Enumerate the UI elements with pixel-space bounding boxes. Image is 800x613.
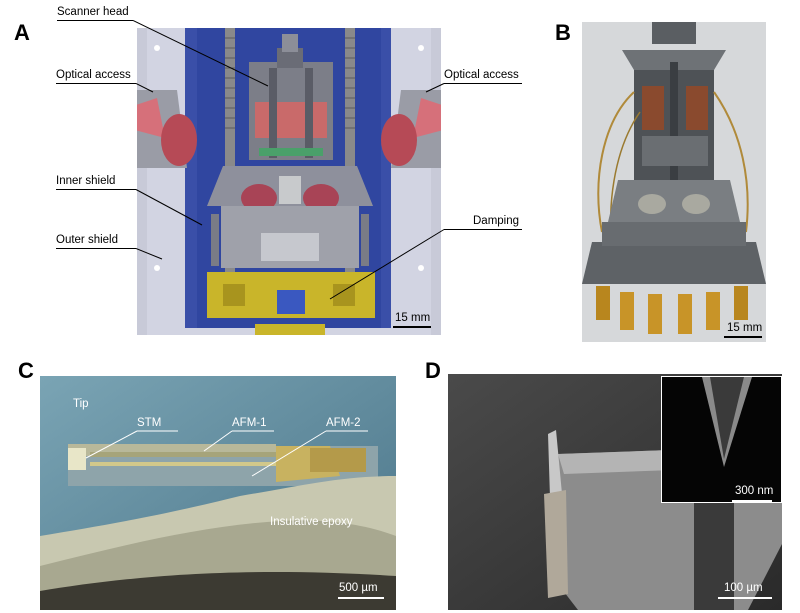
panel-letter-d: D <box>425 358 441 383</box>
label-tip: Tip <box>73 398 89 410</box>
leader-damping <box>444 229 522 230</box>
scale-label-c: 500 µm <box>339 582 378 594</box>
panel-a-cad-render <box>137 28 441 335</box>
panel-letter-b: B <box>555 20 571 45</box>
label-epoxy: Insulative epoxy <box>270 516 353 528</box>
leader-scanner-head-diag <box>133 20 269 87</box>
label-inner-shield: Inner shield <box>56 175 116 187</box>
label-optical-access-left: Optical access <box>56 69 131 81</box>
leader-scanner-head <box>57 20 133 21</box>
leader-inner-shield-diag <box>136 189 203 226</box>
leader-outer-shield-diag <box>136 248 163 260</box>
leader-damping-diag <box>329 229 445 300</box>
scale-bar-b <box>724 336 762 338</box>
leader-inner-shield <box>56 189 136 190</box>
panel-c-micrograph <box>40 376 396 610</box>
leader-outer-shield <box>56 248 136 249</box>
scale-bar-a <box>393 326 431 328</box>
scale-label-b: 15 mm <box>727 322 763 334</box>
leader-optical-access-left <box>56 83 136 84</box>
scale-bar-c <box>338 597 384 599</box>
label-damping: Damping <box>473 215 520 227</box>
scale-label-a: 15 mm <box>395 312 431 324</box>
label-stm: STM <box>137 417 162 429</box>
scale-bar-d <box>718 597 772 599</box>
label-outer-shield: Outer shield <box>56 234 119 246</box>
inset-scale-bar-d <box>732 500 772 502</box>
panel-letter-a: A <box>14 20 30 45</box>
inset-scale-label-d: 300 nm <box>735 485 774 497</box>
leader-optical-access-right <box>444 83 522 84</box>
panel-d-inset <box>661 376 782 503</box>
leader-optical-access-right-diag <box>425 83 445 93</box>
panel-b-photo <box>582 22 766 342</box>
label-optical-access-right: Optical access <box>444 69 519 81</box>
panel-c-leaders <box>85 430 368 477</box>
panel-letter-c: C <box>18 358 34 383</box>
label-afm1: AFM-1 <box>232 417 267 429</box>
leader-optical-access-left-diag <box>136 83 154 93</box>
label-scanner-head: Scanner head <box>57 6 129 18</box>
label-afm2: AFM-2 <box>326 417 361 429</box>
scale-label-d: 100 µm <box>724 582 763 594</box>
